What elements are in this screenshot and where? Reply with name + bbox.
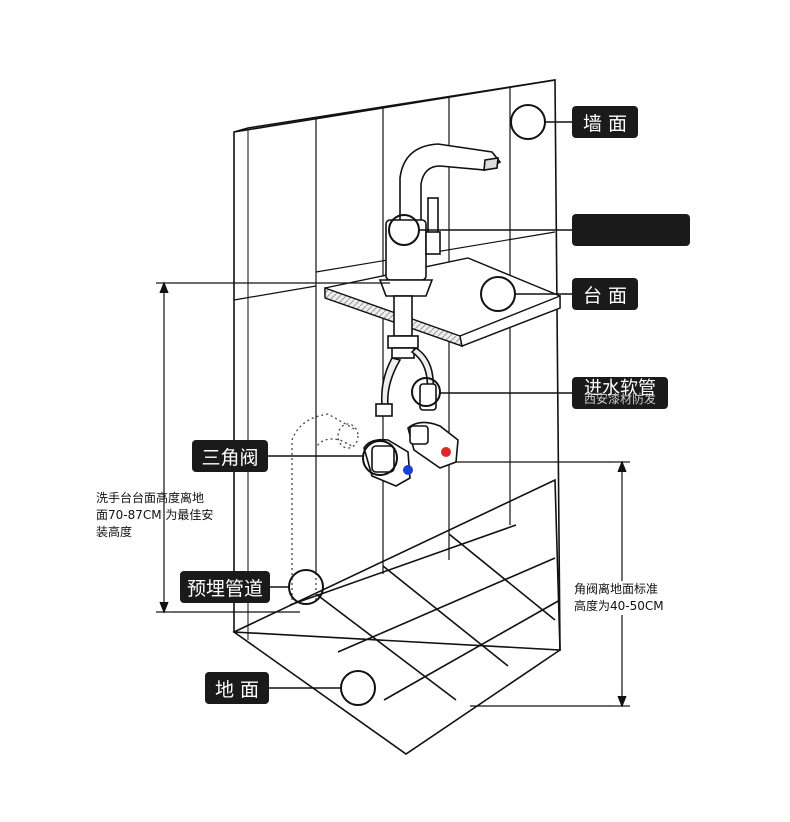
angle-valve-label: 三角阀 bbox=[192, 440, 268, 472]
valve-height-note: 角阀离地面标准 高度为40-50CM bbox=[574, 581, 664, 615]
valve-height-note-line-2: 高度为40-50CM bbox=[574, 599, 664, 613]
faucet-label bbox=[572, 214, 690, 246]
counter-height-note-line-2: 面70-87CM 为最佳安 bbox=[96, 508, 214, 522]
counter-label: 台 面 bbox=[572, 278, 638, 310]
hose-label: 进水软管 西安漆材防发 bbox=[572, 377, 668, 409]
valve-height-note-line-1: 角阀离地面标准 bbox=[574, 582, 659, 596]
pipe-label: 预埋管道 bbox=[180, 571, 270, 603]
wall-top-edge bbox=[233, 79, 556, 133]
valve-callout-circle bbox=[362, 440, 398, 476]
cold-valve-dot bbox=[403, 465, 413, 475]
hose-label-overlay-text: 西安漆材防发 bbox=[583, 392, 656, 406]
counter-height-note: 洗手台台面高度离地 面70-87CM 为最佳安 装高度 bbox=[96, 490, 213, 541]
dimension-counter-height bbox=[156, 281, 390, 614]
faucet bbox=[375, 143, 502, 417]
wall-callout-circle bbox=[510, 104, 546, 140]
hot-valve-dot bbox=[441, 447, 451, 457]
floor-outline bbox=[232, 478, 561, 755]
floor bbox=[232, 478, 561, 755]
wall-label: 墙 面 bbox=[572, 106, 638, 138]
embedded-pipe bbox=[291, 413, 359, 600]
hose-label-text: 进水软管 bbox=[584, 378, 656, 399]
floor-label: 地 面 bbox=[205, 672, 269, 704]
counter-callout-circle bbox=[480, 276, 516, 312]
counter-height-note-line-3: 装高度 bbox=[96, 525, 133, 539]
counter-height-note-line-1: 洗手台台面高度离地 bbox=[96, 491, 205, 505]
counter-top bbox=[324, 257, 561, 348]
leader-lines bbox=[268, 121, 572, 689]
angle-valves bbox=[363, 383, 459, 487]
callout-circles bbox=[288, 104, 546, 706]
floor-callout-circle bbox=[340, 670, 376, 706]
hose-callout-circle bbox=[411, 377, 441, 407]
